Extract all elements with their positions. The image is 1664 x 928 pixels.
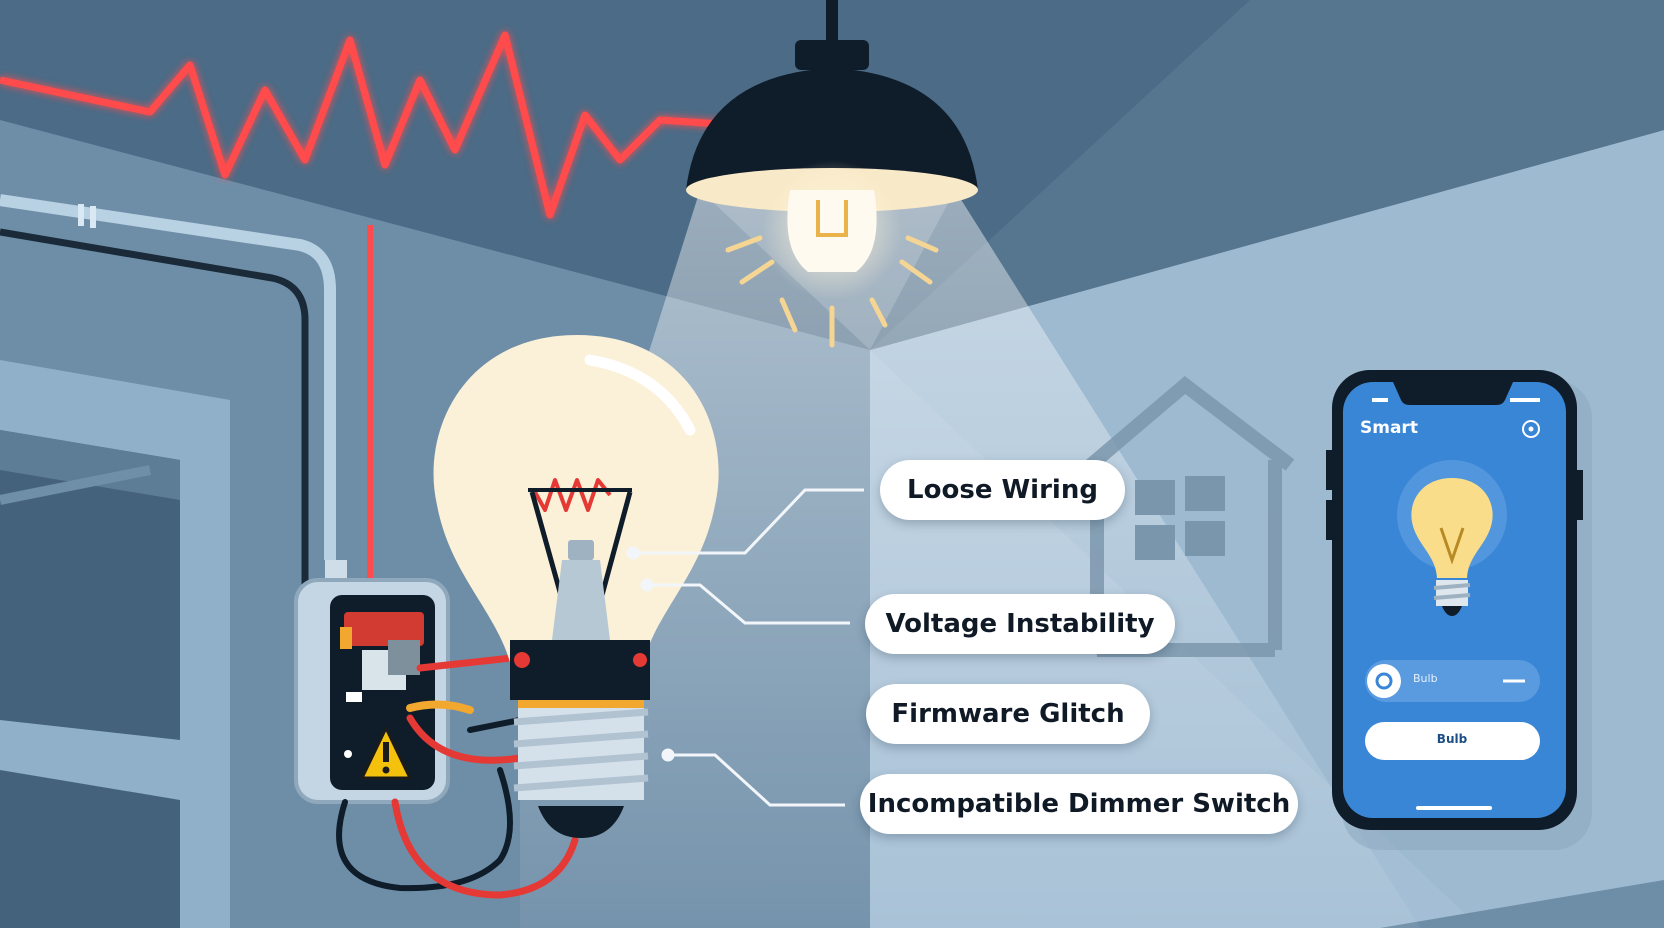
conduit-pipes (0, 194, 336, 600)
light-bulb-icon (433, 335, 719, 708)
house-window (1135, 476, 1225, 560)
light-beam (520, 190, 1420, 928)
phone-button[interactable]: Bulb (1436, 732, 1468, 746)
label-incompatible-dimmer-switch: Incompatible Dimmer Switch (860, 774, 1298, 834)
label-firmware-glitch: Firmware Glitch (866, 684, 1150, 744)
wires (336, 653, 579, 899)
junction-box (294, 560, 450, 804)
voltage-wave-icon (0, 31, 736, 600)
window (0, 360, 230, 928)
label-loose-wiring: Loose Wiring (880, 460, 1125, 520)
warning-icon (360, 726, 412, 780)
bulb-base (513, 708, 649, 838)
settings-icon (1522, 420, 1540, 438)
phone-app-title: Smart (1360, 418, 1418, 438)
pendant-lamp-icon (686, 0, 978, 348)
callout-connectors (626, 488, 864, 807)
phone-control-label: Bulb (1413, 672, 1438, 685)
label-voltage-instability: Voltage Instability (865, 594, 1175, 654)
smartphone-icon (1326, 370, 1592, 850)
